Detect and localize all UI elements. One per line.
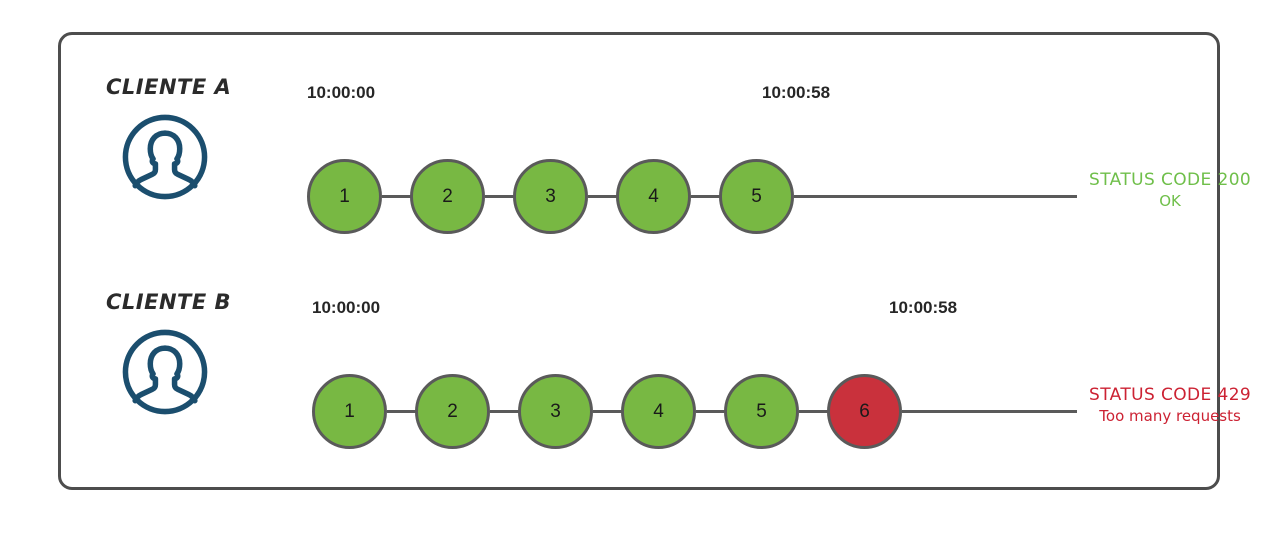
request-node-a-4[interactable]: 4 — [616, 159, 691, 234]
client-row-a: CLIENTE A 10:00:00 10:00:58 1 2 3 4 5 — [61, 75, 1251, 275]
diagram-frame: CLIENTE A 10:00:00 10:00:58 1 2 3 4 5 — [58, 32, 1251, 490]
connector-b-5 — [799, 410, 829, 413]
timestamp-end-a: 10:00:58 — [762, 83, 831, 102]
user-avatar-icon — [119, 111, 211, 203]
status-code-b: STATUS CODE 429 — [1089, 385, 1252, 405]
status-message-a: OK — [1159, 192, 1181, 210]
status-badge-b: STATUS CODE 429 Too many requests — [1089, 384, 1251, 427]
connector-b-1 — [387, 410, 417, 413]
request-node-a-5[interactable]: 5 — [719, 159, 794, 234]
request-node-b-4[interactable]: 4 — [621, 374, 696, 449]
timestamp-end-b: 10:00:58 — [889, 298, 958, 317]
connector-b-3 — [593, 410, 623, 413]
connector-a-4 — [691, 195, 721, 198]
timestamp-start-b: 10:00:00 — [312, 298, 381, 317]
request-node-b-1[interactable]: 1 — [312, 374, 387, 449]
client-b-label: CLIENTE B — [106, 290, 232, 314]
request-node-a-2[interactable]: 2 — [410, 159, 485, 234]
connector-a-1 — [382, 195, 412, 198]
connector-a-2 — [485, 195, 515, 198]
connector-a-3 — [588, 195, 618, 198]
connector-a-tail — [794, 195, 1077, 198]
connector-b-tail — [902, 410, 1077, 413]
status-badge-a: STATUS CODE 200 OK — [1089, 169, 1251, 212]
status-message-b: Too many requests — [1099, 407, 1241, 425]
connector-b-2 — [490, 410, 520, 413]
client-row-b: CLIENTE B 10:00:00 10:00:58 1 2 3 4 5 6 — [61, 290, 1251, 490]
connector-b-4 — [696, 410, 726, 413]
status-code-a: STATUS CODE 200 — [1089, 170, 1252, 190]
request-node-b-2[interactable]: 2 — [415, 374, 490, 449]
user-avatar-icon — [119, 326, 211, 418]
request-node-b-6[interactable]: 6 — [827, 374, 902, 449]
request-node-a-1[interactable]: 1 — [307, 159, 382, 234]
request-node-b-5[interactable]: 5 — [724, 374, 799, 449]
request-node-a-3[interactable]: 3 — [513, 159, 588, 234]
request-node-b-3[interactable]: 3 — [518, 374, 593, 449]
timestamp-start-a: 10:00:00 — [307, 83, 376, 102]
client-a-label: CLIENTE A — [106, 75, 232, 99]
